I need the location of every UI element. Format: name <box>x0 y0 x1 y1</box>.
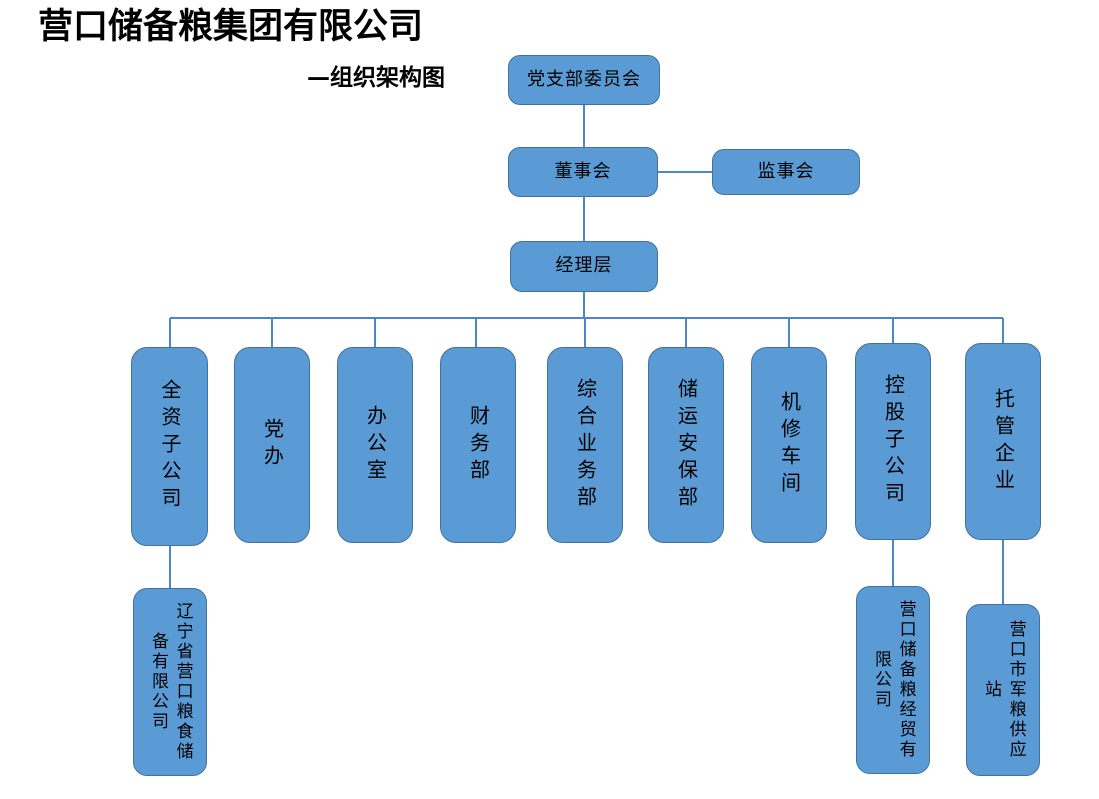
node-dept-finance[interactable]: 财务部 <box>440 347 516 543</box>
node-label: 经理层 <box>555 255 613 277</box>
node-dept-trusteeship-enterprise[interactable]: 托管企业 <box>965 343 1041 540</box>
node-sub-yingkou-military-grain-supply[interactable]: 营口市军粮供应站 <box>966 604 1040 776</box>
node-management[interactable]: 经理层 <box>510 241 658 292</box>
node-dept-party-office[interactable]: 党办 <box>234 347 310 543</box>
node-label: 党支部委员会 <box>527 68 641 90</box>
node-label: 办公室 <box>363 404 388 486</box>
node-label: 辽宁省营口粮食储备有限公司 <box>148 602 193 762</box>
node-label: 营口储备粮经贸有限公司 <box>871 600 916 760</box>
page-subtitle: —组织架构图 <box>307 65 445 91</box>
node-label: 财务部 <box>466 404 491 486</box>
node-label: 机修车间 <box>777 391 802 499</box>
node-label: 营口市军粮供应站 <box>981 620 1026 760</box>
node-dept-comprehensive-business[interactable]: 综合业务部 <box>547 347 623 543</box>
node-dept-storage-transport-security[interactable]: 储运安保部 <box>648 347 724 543</box>
node-label: 全资子公司 <box>158 379 182 514</box>
node-label: 控股子公司 <box>881 374 906 509</box>
node-board-of-directors[interactable]: 董事会 <box>508 147 658 197</box>
node-label: 党办 <box>260 418 285 472</box>
node-label: 监事会 <box>757 160 815 182</box>
node-label: 董事会 <box>554 160 612 182</box>
node-label: 储运安保部 <box>674 377 699 513</box>
node-dept-office[interactable]: 办公室 <box>337 347 413 543</box>
node-dept-holding-subsidiary[interactable]: 控股子公司 <box>855 343 931 540</box>
node-dept-machine-repair-workshop[interactable]: 机修车间 <box>751 347 827 543</box>
node-sub-yingkou-grain-reserve-trading[interactable]: 营口储备粮经贸有限公司 <box>856 586 930 774</box>
node-party-committee[interactable]: 党支部委员会 <box>508 55 660 105</box>
node-sub-liaoning-yingkou-grain-storage[interactable]: 辽宁省营口粮食储备有限公司 <box>133 588 207 776</box>
node-board-of-supervisors[interactable]: 监事会 <box>712 149 860 195</box>
node-label: 综合业务部 <box>573 377 598 513</box>
node-dept-wholly-owned-subsidiary[interactable]: 全资子公司 <box>131 347 208 546</box>
node-label: 托管企业 <box>991 387 1016 496</box>
page-title: 营口储备粮集团有限公司 <box>38 7 424 47</box>
